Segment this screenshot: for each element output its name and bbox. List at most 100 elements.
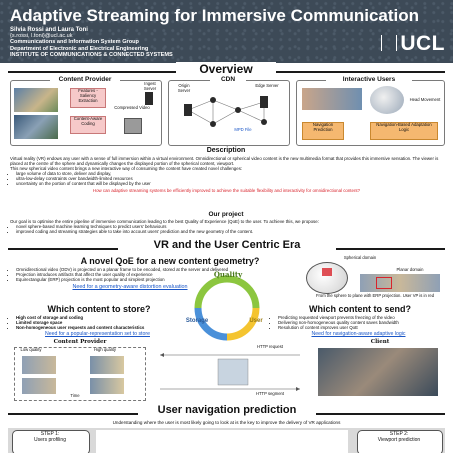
head-movement-label: Head Movement bbox=[409, 97, 441, 102]
store-item: High cost of storage and coding bbox=[16, 315, 185, 320]
proposal-list: novel sphere-based machine learning tech… bbox=[10, 224, 443, 234]
edge-server-label: Edge Server bbox=[255, 83, 279, 88]
navigation-prediction-box: Navigation Prediction bbox=[302, 122, 344, 140]
header-pattern bbox=[0, 0, 453, 63]
store-bullets: High cost of storage and coding Limited … bbox=[10, 315, 185, 330]
challenge-item: uncertainty on the portion of content th… bbox=[16, 181, 443, 186]
author-names: Silvia Rossi and Laura Toni bbox=[10, 27, 88, 33]
planar-domain-label: Planar domain bbox=[396, 267, 424, 272]
send-link[interactable]: Need for navigation-aware adaptive logic bbox=[311, 331, 406, 337]
challenge-list: large volume of data to store, deliver a… bbox=[10, 171, 443, 186]
store-link[interactable]: Need for a popular-representation set to… bbox=[45, 331, 150, 337]
features-saliency-box: Features - Saliency Extraction bbox=[70, 88, 106, 108]
proposal-item: improved coding and streaming strategies… bbox=[16, 229, 443, 234]
qoe-item: Projection introduces artifacts that aff… bbox=[16, 272, 295, 277]
ingest-server-label: Ingest Server bbox=[143, 81, 157, 91]
institute-name: INSTITUTE OF COMMUNICATIONS & CONNECTED … bbox=[10, 51, 173, 58]
store-item: Limited storage space bbox=[16, 320, 185, 325]
low-quality-label: Low quality bbox=[20, 347, 42, 352]
send-item: Delivering non-homogeneous quality conte… bbox=[278, 320, 445, 325]
description-title: Description bbox=[206, 147, 246, 154]
challenge-item: large volume of data to store, deliver a… bbox=[16, 171, 443, 176]
ingest-server-icon bbox=[145, 92, 153, 105]
wheel-user-label: User bbox=[249, 318, 263, 324]
department-name: Department of Electronic and Electrical … bbox=[10, 45, 149, 52]
step2-subtitle: Viewport prediction bbox=[377, 437, 421, 443]
vr-section-title: VR and the User Centric Era bbox=[118, 239, 336, 251]
qoe-item: Omnidirectional video (ODV) is projected… bbox=[16, 267, 295, 272]
content-aware-coding-box: Content-Aware Coding bbox=[70, 116, 106, 134]
qoe-item: Equirectangular (ERP) projection is the … bbox=[16, 277, 295, 282]
our-project-body: Our goal is to optimise the entire pipel… bbox=[10, 219, 443, 234]
send-item: Predicting requested viewport prevents f… bbox=[278, 315, 445, 320]
http-request-label: HTTP request bbox=[257, 344, 283, 349]
send-bullets: Predicting requested viewport prevents f… bbox=[272, 315, 445, 330]
video-thumbnail-bottom bbox=[14, 115, 58, 139]
interactive-users-label: Interactive Users bbox=[326, 76, 412, 83]
store-item: Non-homogeneous user requests and conten… bbox=[16, 325, 185, 330]
step2-box bbox=[357, 430, 443, 453]
high-quality-frame bbox=[90, 356, 124, 374]
clustering-plots bbox=[96, 430, 348, 453]
http-arrows bbox=[160, 353, 300, 391]
compressed-video-icon bbox=[124, 118, 142, 134]
compressed-video-label: Compressed Video bbox=[114, 105, 150, 110]
send-question: Which content to send? bbox=[309, 304, 411, 314]
step1-box bbox=[12, 430, 90, 453]
qoe-bullets: Omnidirectional video (ODV) is projected… bbox=[10, 267, 295, 282]
cdn-box bbox=[168, 80, 290, 146]
low-quality-frame bbox=[22, 378, 56, 394]
user-viewport-marker bbox=[322, 268, 332, 276]
author-block: Silvia Rossi and Laura Toni {s.rossi, l.… bbox=[10, 27, 173, 58]
description-paragraph-2: This new spherical video content brings … bbox=[10, 166, 243, 172]
qoe-wheel bbox=[194, 275, 260, 341]
navigation-section-title: User navigation prediction bbox=[138, 404, 316, 416]
navigation-logic-box: Navigation-Based Adaptation Logic bbox=[370, 122, 438, 140]
diagram-client-label: Client bbox=[370, 339, 390, 345]
erp-frame bbox=[360, 274, 440, 292]
qoe-link[interactable]: Need for a geometry-aware distortion eva… bbox=[72, 284, 188, 290]
qoe-question: A novel QoE for a new content geometry? bbox=[80, 256, 260, 266]
send-item: Resolution of content improves user QoE bbox=[278, 325, 445, 330]
sphere-icon bbox=[370, 86, 404, 114]
navigation-subtitle: Understanding where the user is most lik… bbox=[112, 420, 341, 425]
our-project-title: Our project bbox=[208, 211, 244, 218]
cdn-label: CDN bbox=[210, 76, 246, 83]
low-quality-frame bbox=[22, 356, 56, 374]
user-viewport-thumbnail bbox=[302, 88, 362, 110]
research-question: How can adaptive streaming systems be ef… bbox=[92, 187, 361, 193]
origin-server-label: Origin Server bbox=[177, 83, 191, 93]
ucl-logo: UCL bbox=[381, 32, 445, 56]
video-thumbnail-top bbox=[14, 88, 58, 112]
client-view-image bbox=[318, 348, 438, 396]
representation-set-box bbox=[14, 347, 146, 401]
group-name: Communications and Information System Gr… bbox=[10, 39, 139, 46]
sphere-figure bbox=[306, 262, 348, 294]
author-email: {s.rossi, l.toni}@ucl.ac.uk bbox=[10, 33, 73, 40]
cdn-network-diagram bbox=[184, 96, 268, 127]
description-paragraph-1: Virtual reality (VR) endows any user wit… bbox=[10, 156, 439, 167]
high-quality-frame bbox=[90, 378, 124, 394]
content-provider-label: Content Provider bbox=[50, 76, 120, 83]
overview-title: Overview bbox=[176, 62, 276, 76]
description-body: Virtual reality (VR) endows any user wit… bbox=[10, 156, 443, 193]
proposal-item: novel sphere-based machine learning tech… bbox=[16, 224, 443, 229]
poster-title: Adaptive Streaming for Immersive Communi… bbox=[10, 6, 420, 25]
erp-viewport-marker bbox=[376, 277, 392, 289]
diagram-content-provider-label: Content Provider bbox=[53, 339, 107, 345]
spherical-domain-label: Spherical domain bbox=[343, 255, 377, 260]
time-axis-label: Time bbox=[70, 393, 80, 398]
step1-subtitle: Users profiling bbox=[34, 437, 66, 443]
figure-caption: From the sphere to plane with ERP projec… bbox=[315, 293, 435, 298]
step2-title: STEP 2: bbox=[389, 431, 409, 437]
poster-header: Adaptive Streaming for Immersive Communi… bbox=[0, 0, 453, 63]
challenge-item: ultra-low-delay constraints over bandwid… bbox=[16, 176, 443, 181]
step1-title: STEP 1: bbox=[40, 431, 60, 437]
high-quality-label: High quality bbox=[94, 347, 116, 352]
http-segment-label: HTTP segment bbox=[255, 391, 285, 396]
mpd-file-label: MPD File bbox=[234, 127, 252, 132]
store-question: Which content to store? bbox=[47, 304, 151, 314]
ucl-portico-icon bbox=[381, 35, 398, 51]
our-project-intro: Our goal is to optimise the entire pipel… bbox=[10, 219, 319, 224]
